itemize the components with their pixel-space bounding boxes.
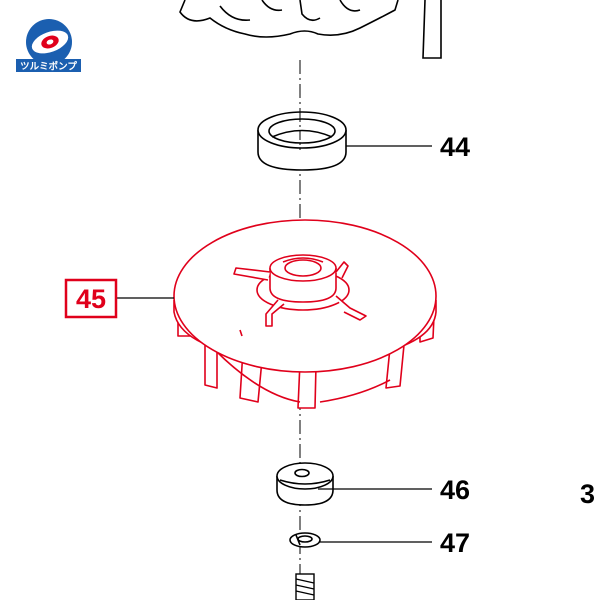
upper-casing-part	[179, 0, 442, 59]
logo-text-band	[16, 59, 81, 72]
bolt-part	[295, 573, 315, 600]
brand-logo: ツルミポンプ	[16, 19, 81, 73]
part-44-seal-ring	[257, 111, 347, 171]
callout-number-45: 45	[76, 284, 106, 314]
callout-box-45	[64, 278, 118, 319]
logo-brand-text: ツルミポンプ	[20, 61, 77, 73]
logo-emblem-icon	[26, 19, 72, 65]
part-45-impeller	[173, 219, 437, 409]
callout-number-47: 47	[440, 528, 470, 558]
callout-number-46: 46	[440, 475, 470, 505]
callout-number-44: 44	[440, 132, 470, 162]
edge-callout-number: 3	[580, 479, 595, 509]
part-47-lock-washer	[289, 532, 321, 548]
part-46-washer	[276, 462, 334, 506]
